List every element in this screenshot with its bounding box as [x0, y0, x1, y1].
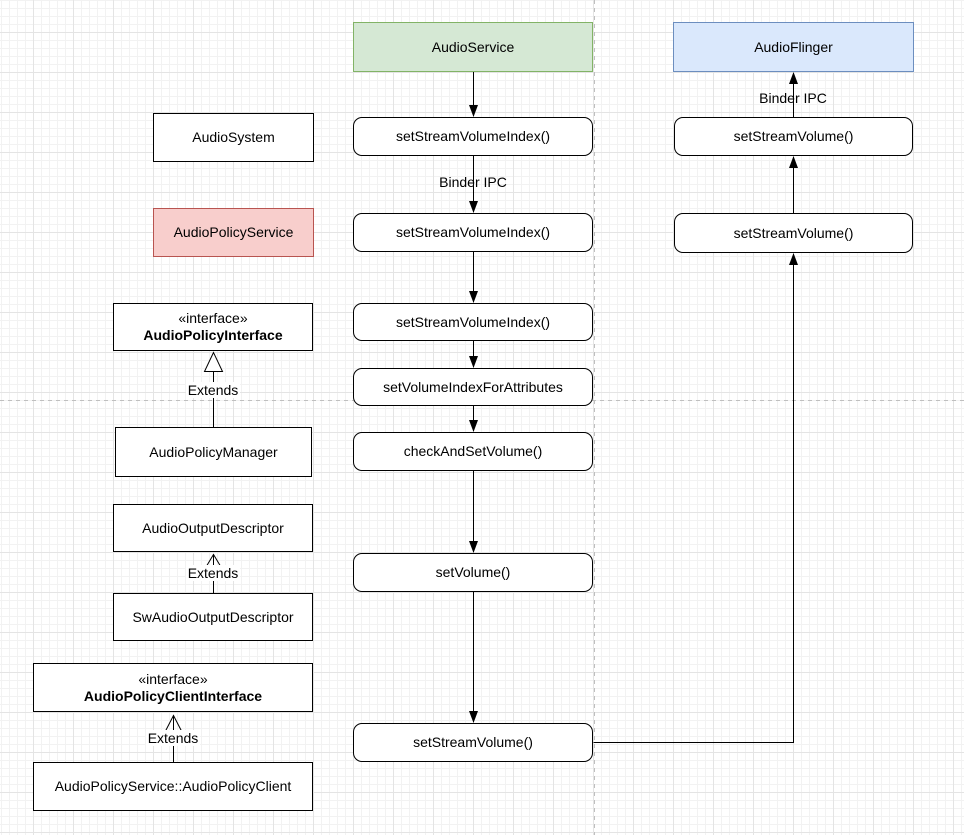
node-swaudiooutputdescriptor[interactable]: SwAudioOutputDescriptor [113, 593, 313, 641]
flow-step-3[interactable]: setStreamVolumeIndex() [353, 303, 593, 341]
flow-step-7[interactable]: setStreamVolume() [353, 723, 593, 762]
node-audiopolicyinterface[interactable]: «interface» AudioPolicyInterface [113, 303, 313, 351]
right-step-2[interactable]: setStreamVolume() [674, 213, 913, 253]
edge-label-extends-2: Extends [185, 565, 241, 581]
node-audiopolicyclient[interactable]: AudioPolicyService::AudioPolicyClient [33, 762, 313, 811]
flow-step-2[interactable]: setStreamVolumeIndex() [353, 213, 593, 252]
edge-label-binder-ipc-middle: Binder IPC [439, 174, 507, 190]
node-audioservice[interactable]: AudioService [353, 22, 593, 72]
right-step-1[interactable]: setStreamVolume() [674, 117, 913, 156]
open-caret-arrowhead [165, 714, 182, 732]
flow-step-5[interactable]: checkAndSetVolume() [353, 432, 593, 471]
node-audiopolicyclientinterface[interactable]: «interface» AudioPolicyClientInterface [33, 663, 313, 712]
flow-step-1[interactable]: setStreamVolumeIndex() [353, 117, 593, 156]
node-audiooutputdescriptor[interactable]: AudioOutputDescriptor [113, 504, 313, 552]
node-audioflinger[interactable]: AudioFlinger [673, 22, 914, 72]
edge-label-extends-1: Extends [185, 382, 241, 398]
interface-stereotype: «interface» [178, 310, 248, 326]
flow-step-6[interactable]: setVolume() [353, 553, 593, 592]
node-audiosystem[interactable]: AudioSystem [153, 113, 314, 162]
edge-label-extends-3: Extends [145, 730, 201, 746]
open-caret-arrowhead [205, 553, 222, 568]
node-audiopolicymanager[interactable]: AudioPolicyManager [115, 427, 312, 477]
arrow-step7-to-right-step2 [593, 253, 798, 743]
node-audiopolicyservice[interactable]: AudioPolicyService [153, 208, 314, 257]
hollow-triangle-arrowhead [203, 351, 224, 372]
edge-label-binder-ipc-right: Binder IPC [759, 90, 827, 106]
interface-stereotype: «interface» [138, 670, 208, 687]
flow-step-4[interactable]: setVolumeIndexForAttributes [353, 368, 593, 406]
interface-name: AudioPolicyInterface [143, 327, 283, 343]
interface-name: AudioPolicyClientInterface [83, 687, 263, 704]
